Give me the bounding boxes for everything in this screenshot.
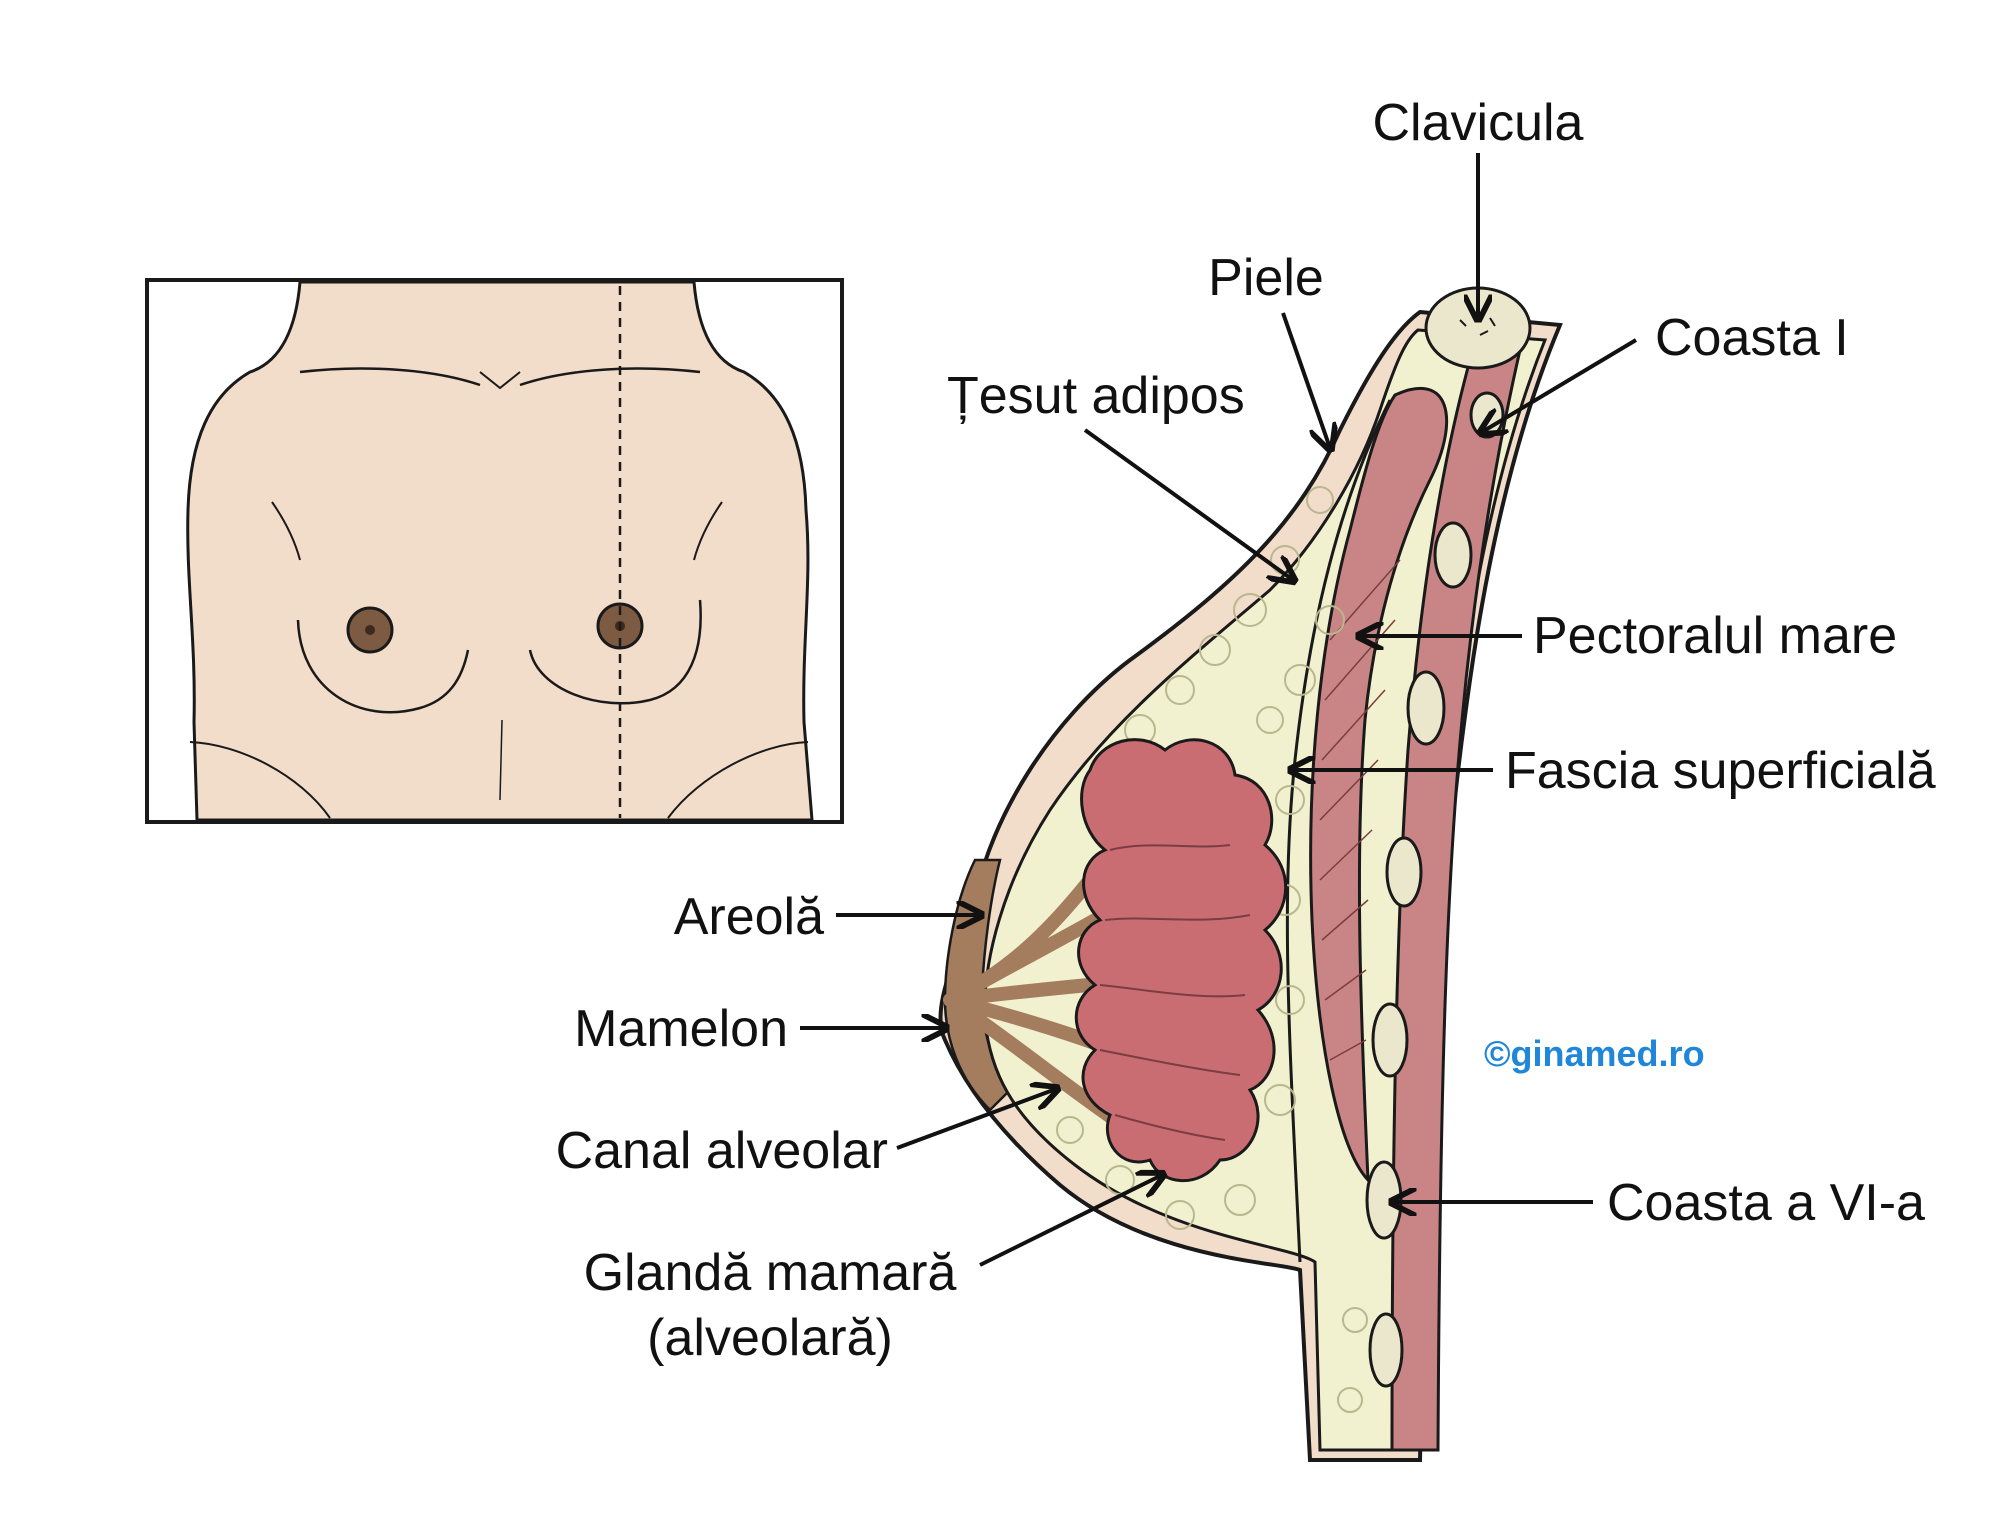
sagittal-section	[938, 286, 1563, 1462]
rib-5	[1371, 1002, 1409, 1078]
label-glanda-mamara-line2: (alveolară)	[647, 1309, 893, 1367]
gland-lobule-lines	[1099, 844, 1251, 1141]
leader-canal-alveolar	[896, 1089, 1056, 1150]
label-canal-alveolar: Canal alveolar	[556, 1122, 888, 1180]
right-axilla-line	[693, 501, 723, 561]
mammary-gland-lobules	[1074, 738, 1288, 1183]
rib-3	[1406, 670, 1446, 746]
leader-tesut-adipos	[1083, 428, 1293, 580]
intercostal-muscle-strip	[1390, 348, 1522, 1452]
clavicle-lines	[299, 367, 701, 387]
label-piele: Piele	[1208, 249, 1324, 307]
rib-2	[1433, 521, 1473, 589]
sternal-notch	[479, 371, 521, 390]
fat-lobules	[1056, 486, 1368, 1413]
label-coasta-i: Coasta I	[1655, 309, 1849, 367]
pectoralis-major	[1309, 387, 1449, 1185]
label-areola: Areolă	[674, 888, 824, 946]
midline-crease	[499, 719, 503, 801]
torso-outline	[186, 280, 814, 822]
milk-ducts	[943, 873, 1147, 1137]
ribs	[1365, 391, 1505, 1388]
label-tesut-adipos: Țesut adipos	[947, 367, 1245, 425]
label-clavicula: Clavicula	[1373, 94, 1584, 152]
leader-piele	[1281, 312, 1330, 448]
left-axilla-line	[271, 501, 301, 561]
rib-4	[1385, 836, 1423, 908]
credit-watermark: ©ginamed.ro	[1484, 1033, 1705, 1074]
leader-coasta-i	[1482, 338, 1638, 432]
rib-7	[1368, 1312, 1404, 1388]
label-mamelon: Mamelon	[574, 1000, 788, 1058]
label-pectoralul-mare: Pectoralul mare	[1533, 607, 1897, 665]
muscle-striations	[1319, 559, 1401, 1061]
right-breast-contour	[528, 599, 702, 705]
left-nipple	[365, 625, 375, 635]
label-coasta-vi: Coasta a VI-a	[1607, 1174, 1925, 1232]
leader-glanda-mamara	[979, 1175, 1162, 1267]
label-glanda-mamara-line1: Glandă mamară	[584, 1244, 957, 1302]
left-breast-contour	[296, 619, 470, 714]
leader-lines	[800, 153, 1638, 1267]
labels: Clavicula Piele Coasta I Țesut adipos Pe…	[556, 94, 1936, 1367]
label-fascia-superficiala: Fascia superficială	[1505, 742, 1936, 800]
left-arm-line	[189, 741, 331, 819]
right-arm-line	[667, 741, 809, 819]
front-view-inset	[145, 278, 844, 824]
